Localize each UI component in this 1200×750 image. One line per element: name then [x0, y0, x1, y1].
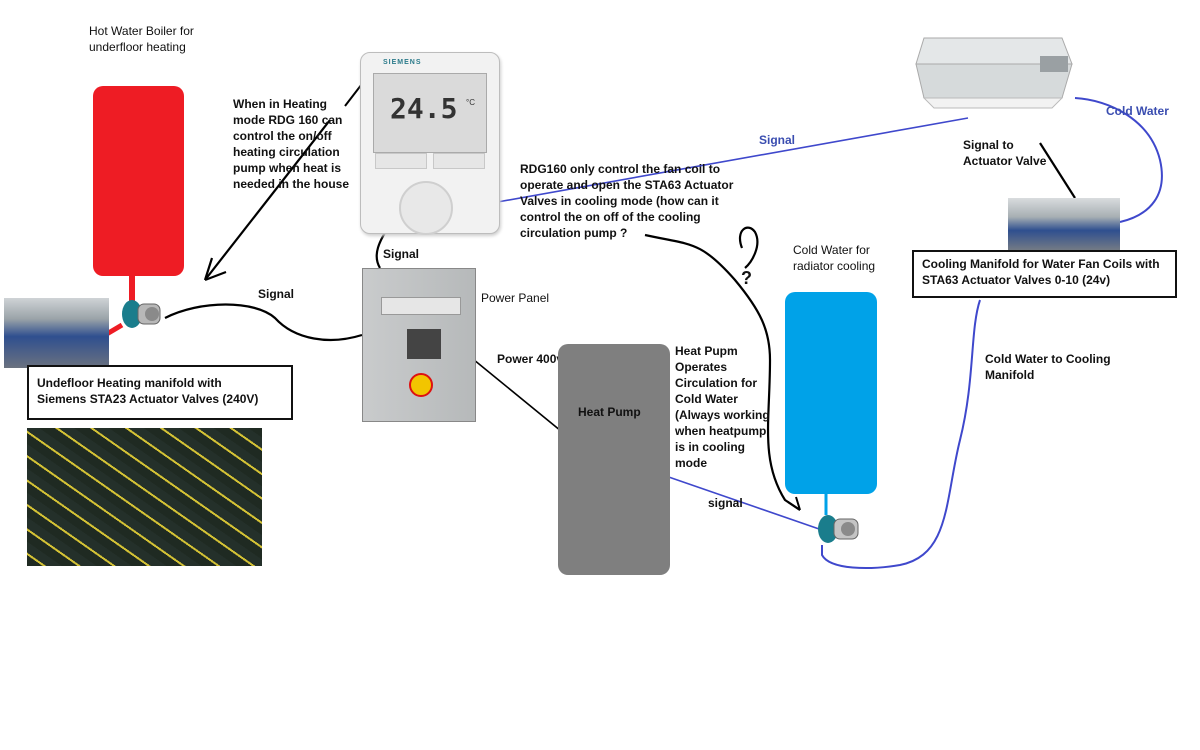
cold-water-top-label: Cold Water [1106, 104, 1169, 118]
signal-lower-label: signal [708, 496, 743, 510]
heating-arrow-line [204, 119, 331, 281]
cooling-circulation-pump [816, 512, 862, 546]
panel-breakers [381, 297, 461, 315]
cooling-manifold-photo [1008, 198, 1120, 252]
signal-actuator-label: Signal to Actuator Valve [963, 138, 1047, 168]
question-mark: ? [741, 268, 752, 288]
power-line [467, 354, 573, 441]
heating-arrow-head [203, 257, 227, 282]
hot-water-boiler [93, 86, 184, 276]
signal-blue-label: Signal [759, 133, 796, 147]
heating-mode-note: When in Heating mode RDG 160 can control… [233, 97, 350, 191]
heat-pump-label: Heat Pump [578, 405, 641, 419]
heating-circulation-pump [120, 298, 165, 330]
question-squiggle [738, 226, 759, 269]
panel-main-switch [409, 373, 433, 397]
rdg-squiggle-line [644, 233, 801, 511]
cold-water-manifold-label: Cold Water to Cooling Manifold [985, 352, 1111, 382]
heat-pump [558, 344, 670, 575]
actuator-signal-line [1039, 142, 1076, 199]
thermostat-temperature: 24.5 [390, 92, 458, 125]
thermostat-brand: SIEMENS [383, 59, 422, 66]
cold-water-tank-label: Cold Water for radiator cooling [793, 243, 876, 273]
cold-water-tank [785, 292, 877, 494]
cold-water-pipe-bottom [821, 299, 981, 569]
cooling-manifold-box: Cooling Manifold for Water Fan Coils wit… [912, 250, 1177, 298]
thermostat-dial [399, 181, 453, 235]
thermostat-display: 24.5 °C [373, 73, 487, 153]
thermostat-unit: °C [466, 98, 475, 107]
thermostat-button-right [433, 153, 485, 169]
blue-signal-line [491, 117, 969, 204]
rdg160-note: RDG160 only control the fan coil to oper… [520, 162, 734, 240]
heatpump-signal-line [659, 473, 823, 531]
panel-switches [407, 329, 441, 359]
heat-pump-note: Heat Pupm Operates Circulation for Cold … [675, 344, 770, 470]
power-panel [362, 268, 476, 422]
power-400v-label: Power 400v [497, 352, 564, 366]
power-panel-label: Power Panel [481, 291, 550, 305]
cold-water-pipe-top [1074, 97, 1163, 223]
rdg-arrow-head [787, 496, 801, 511]
signal-left-label: Signal [258, 287, 295, 301]
rdg160-thermostat: SIEMENS 24.5 °C [360, 52, 500, 235]
fan-coil-unit [912, 36, 1080, 110]
left-pump-signal-line [164, 303, 363, 341]
signal-thermostat-label: Signal [383, 247, 420, 261]
thermostat-button-left [375, 153, 427, 169]
underfloor-manifold-photo [4, 298, 109, 368]
boiler-title: Hot Water Boiler for underfloor heating [89, 24, 194, 54]
underfloor-manifold-box: Undefloor Heating manifold with Siemens … [27, 365, 293, 420]
underfloor-pipe-photo [27, 428, 262, 566]
